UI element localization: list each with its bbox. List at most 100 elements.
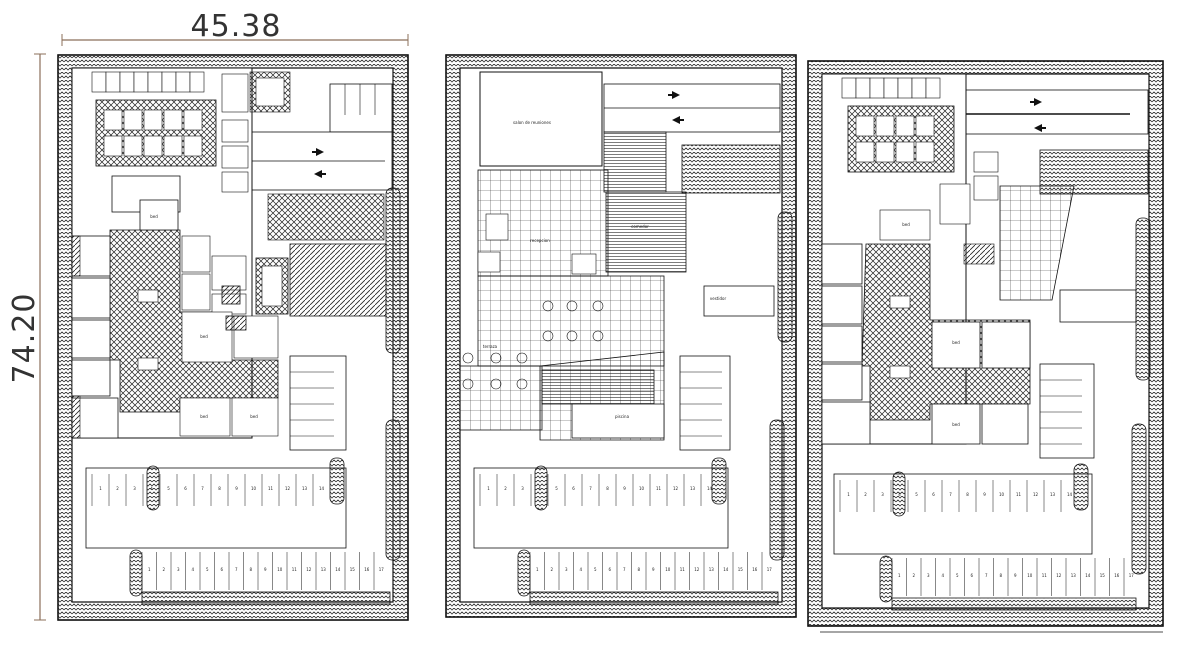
parking-slot-number: 14 bbox=[1085, 573, 1091, 578]
plan-left-room-label: bed bbox=[200, 334, 208, 339]
plan-left-room-label: bed bbox=[200, 414, 208, 419]
parking-slot-number: 12 bbox=[673, 486, 679, 491]
parking-slot-number: 17 bbox=[767, 567, 773, 572]
parking-slot-number: 12 bbox=[1033, 492, 1039, 497]
parking-slot-number: 9 bbox=[1014, 573, 1017, 578]
parking-slot-number: 1 bbox=[487, 486, 490, 491]
parking-slot-number: 4 bbox=[579, 567, 582, 572]
parking-slot-number: 8 bbox=[999, 573, 1002, 578]
parking-slot-number: 2 bbox=[116, 486, 119, 491]
parking-slot-number: 5 bbox=[956, 573, 959, 578]
plan-right-room-label: bed bbox=[952, 340, 960, 345]
parking-slot-number: 15 bbox=[738, 567, 744, 572]
height-dimension-label: 74.20 bbox=[7, 293, 42, 384]
dimension-annotations: 45.38 74.20 bbox=[7, 9, 409, 621]
parking-slot-number: 16 bbox=[1114, 573, 1120, 578]
parking-slot-number: 11 bbox=[656, 486, 662, 491]
parking-slot-number: 6 bbox=[572, 486, 575, 491]
parking-slot-number: 13 bbox=[1050, 492, 1056, 497]
plan-right-room-label: bed bbox=[902, 222, 910, 227]
parking-slot-number: 7 bbox=[201, 486, 204, 491]
parking-slot-number: 4 bbox=[898, 492, 901, 497]
parking-slot-number: 4 bbox=[941, 573, 944, 578]
parking-slot-number: 7 bbox=[985, 573, 988, 578]
parking-slot-number: 8 bbox=[966, 492, 969, 497]
parking-slot-number: 2 bbox=[504, 486, 507, 491]
parking-slot-number: 14 bbox=[1067, 492, 1073, 497]
parking-slot-number: 10 bbox=[1027, 573, 1033, 578]
parking-slot-number: 10 bbox=[277, 567, 283, 572]
parking-slot-number: 8 bbox=[249, 567, 252, 572]
parking-slot-number: 9 bbox=[235, 486, 238, 491]
parking-slot-number: 11 bbox=[292, 567, 298, 572]
parking-slot-number: 11 bbox=[1016, 492, 1022, 497]
parking-slot-number: 5 bbox=[555, 486, 558, 491]
parking-slot-number: 10 bbox=[251, 486, 257, 491]
parking-slot-number: 9 bbox=[983, 492, 986, 497]
parking-slot-number: 3 bbox=[881, 492, 884, 497]
parking-slot-number: 14 bbox=[335, 567, 341, 572]
parking-slot-number: 4 bbox=[191, 567, 194, 572]
parking-slot-number: 6 bbox=[932, 492, 935, 497]
parking-slot-number: 1 bbox=[847, 492, 850, 497]
parking-slot-number: 7 bbox=[949, 492, 952, 497]
pool-label: piscina bbox=[615, 414, 630, 419]
parking-slot-number: 4 bbox=[538, 486, 541, 491]
plan-left-room-label: bed bbox=[150, 214, 158, 219]
parking-slot-number: 3 bbox=[565, 567, 568, 572]
parking-slot-number: 8 bbox=[218, 486, 221, 491]
parking-slot-number: 4 bbox=[150, 486, 153, 491]
parking-slot-number: 7 bbox=[623, 567, 626, 572]
parking-slot-number: 16 bbox=[752, 567, 758, 572]
parking-slot-number: 3 bbox=[927, 573, 930, 578]
parking-slot-number: 8 bbox=[606, 486, 609, 491]
comedor-label: comedor bbox=[631, 224, 649, 229]
parking-slot-number: 1 bbox=[536, 567, 539, 572]
parking-slot-number: 6 bbox=[184, 486, 187, 491]
parking-slot-number: 12 bbox=[1056, 573, 1062, 578]
parking-slot-number: 13 bbox=[321, 567, 327, 572]
parking-slot-number: 3 bbox=[177, 567, 180, 572]
parking-slot-number: 12 bbox=[306, 567, 312, 572]
parking-slot-number: 13 bbox=[1071, 573, 1077, 578]
parking-slot-number: 5 bbox=[594, 567, 597, 572]
parking-slot-number: 6 bbox=[970, 573, 973, 578]
plan-left-room-label: bed bbox=[250, 414, 258, 419]
parking-slot-number: 1 bbox=[148, 567, 151, 572]
plan-right-room-label: bed bbox=[952, 422, 960, 427]
parking-slot-number: 6 bbox=[608, 567, 611, 572]
parking-slot-number: 1 bbox=[898, 573, 901, 578]
parking-slot-number: 7 bbox=[589, 486, 592, 491]
parking-slot-number: 16 bbox=[364, 567, 370, 572]
parking-slot-number: 15 bbox=[350, 567, 356, 572]
width-dimension-label: 45.38 bbox=[191, 9, 282, 44]
terrace-label: terraza bbox=[483, 344, 498, 349]
reception-label: recepcion bbox=[530, 238, 550, 243]
parking-slot-number: 2 bbox=[912, 573, 915, 578]
parking-slot-number: 3 bbox=[521, 486, 524, 491]
parking-slot-number: 10 bbox=[999, 492, 1005, 497]
parking-slot-number: 11 bbox=[1042, 573, 1048, 578]
parking-slot-number: 17 bbox=[379, 567, 385, 572]
parking-slot-number: 6 bbox=[220, 567, 223, 572]
dressing-room-label: vestidor bbox=[710, 296, 727, 301]
parking-slot-number: 7 bbox=[235, 567, 238, 572]
parking-slot-number: 10 bbox=[639, 486, 645, 491]
parking-slot-number: 13 bbox=[709, 567, 715, 572]
parking-slot-number: 2 bbox=[550, 567, 553, 572]
plan-middle: salon de reuniones recepcion comedor bbox=[445, 54, 797, 618]
parking-slot-number: 5 bbox=[206, 567, 209, 572]
parking-slot-number: 10 bbox=[665, 567, 671, 572]
parking-slot-number: 14 bbox=[707, 486, 713, 491]
parking-slot-number: 5 bbox=[167, 486, 170, 491]
parking-slot-number: 8 bbox=[637, 567, 640, 572]
